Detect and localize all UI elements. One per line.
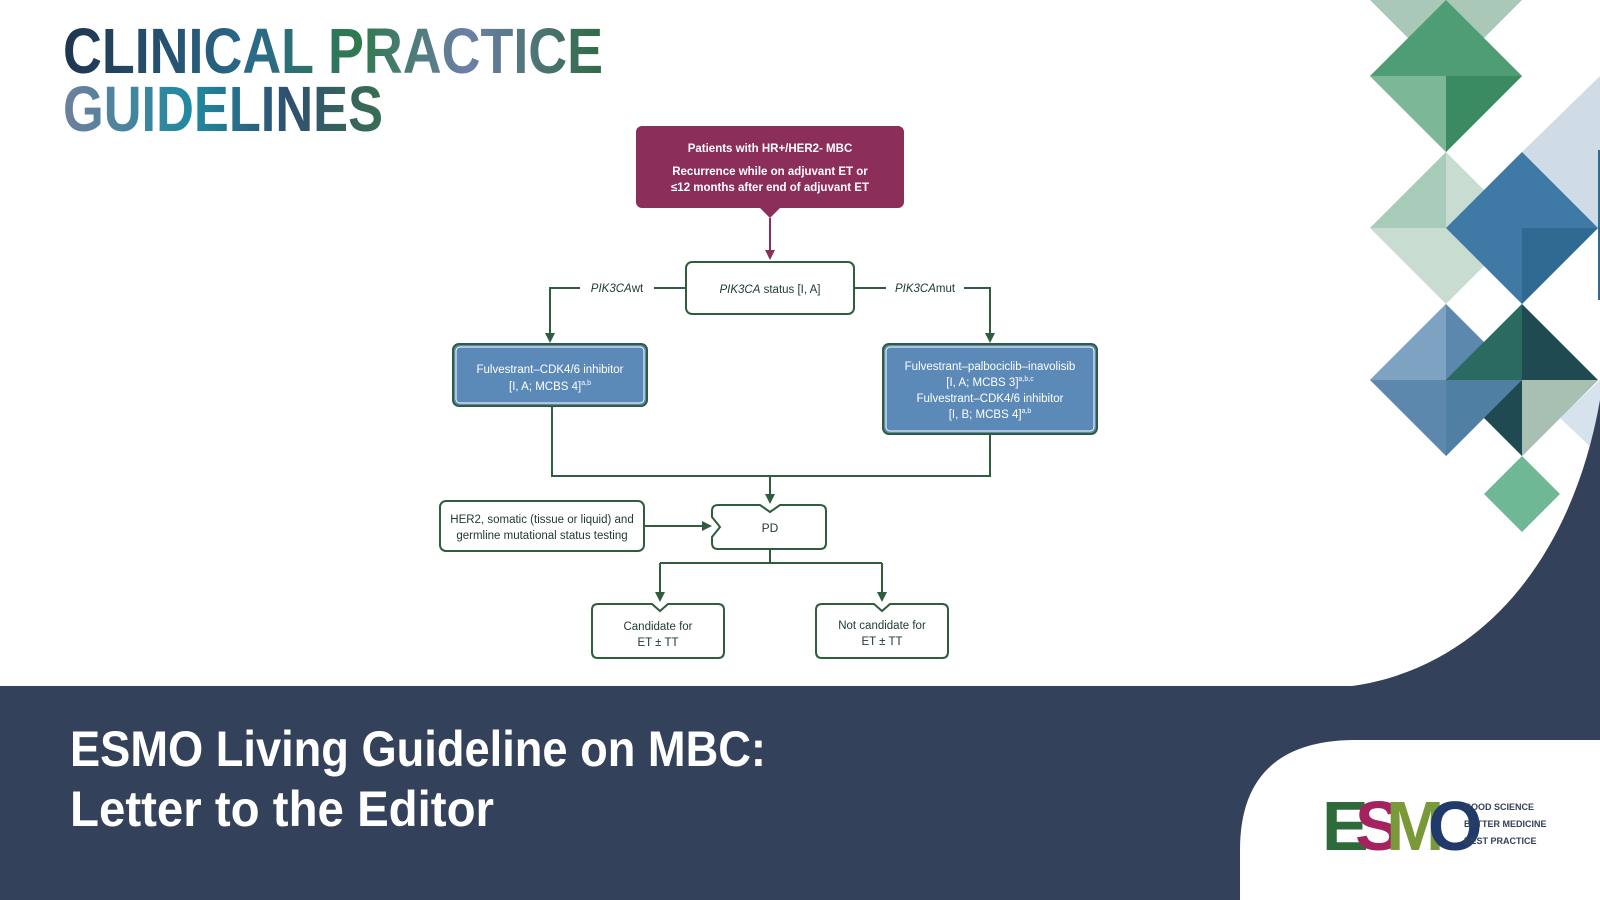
footer-band: [0, 400, 1600, 900]
esmo-logo: E S M O GOOD SCIENCE BETTER MEDICINE BES…: [1322, 787, 1547, 865]
branch-mut-suffix: mut: [936, 283, 956, 295]
logo-letter-s: S: [1355, 787, 1402, 865]
candidate-line1: Candidate for: [623, 621, 692, 633]
connector-status-to-right: [854, 287, 990, 339]
right-treatment-sup2: a,b: [1022, 408, 1032, 415]
logo-letter-m: M: [1386, 787, 1444, 865]
logo-white-corner: [1240, 740, 1600, 900]
left-treatment-box: Fulvestrant–CDK4/6 inhibitor [I, A; MCBS…: [452, 343, 648, 407]
pd-label: PD: [762, 521, 779, 535]
branch-mut-gene: PIK3CA: [895, 283, 936, 295]
svg-text:PIK3CAmut: PIK3CAmut: [895, 283, 956, 295]
branch-wt-suffix: wt: [631, 283, 644, 295]
decorative-diamond-pattern: [1370, 0, 1600, 532]
logo-tagline-1: GOOD SCIENCE: [1464, 802, 1534, 812]
footer-title-line1: ESMO Living Guideline on MBC:: [70, 721, 766, 777]
left-treatment-line1: Fulvestrant–CDK4/6 inhibitor: [476, 364, 623, 376]
testing-line2: germline mutational status testing: [456, 530, 627, 542]
status-gene-label: PIK3CA: [719, 284, 760, 296]
start-box-line1: Patients with HR+/HER2- MBC: [688, 143, 853, 155]
start-box-line2: Recurrence while on adjuvant ET or: [672, 166, 868, 178]
svg-text:PIK3CA status [I, A]: PIK3CA status [I, A]: [719, 284, 820, 296]
not-candidate-line1: Not candidate for: [838, 620, 926, 632]
header-line1: CLINICAL PRACTICE: [63, 15, 603, 87]
left-treatment-sup: a,b: [581, 380, 591, 387]
header-line2: GUIDELINES: [63, 73, 383, 145]
footer-title-line2: Letter to the Editor: [70, 781, 494, 837]
right-treatment-line3: Fulvestrant–CDK4/6 inhibitor: [916, 393, 1063, 405]
branch-wt-gene: PIK3CA: [591, 283, 632, 295]
pik3ca-status-box: PIK3CA status [I, A]: [685, 261, 855, 315]
logo-tagline-3: BEST PRACTICE: [1464, 836, 1537, 846]
not-candidate-line2: ET ± TT: [861, 636, 902, 648]
pd-box: PD: [711, 504, 827, 550]
start-box: Patients with HR+/HER2- MBC Recurrence w…: [636, 126, 904, 218]
right-treatment-box: Fulvestrant–palbociclib–inavolisib [I, A…: [882, 343, 1098, 435]
logo-letter-e: E: [1322, 787, 1369, 865]
right-treatment-line2: [I, A; MCBS 3]: [946, 377, 1018, 389]
svg-text:[I, B; MCBS 4]a,b: [I, B; MCBS 4]a,b: [949, 408, 1032, 421]
logo-letter-o: O: [1428, 787, 1482, 865]
logo-tagline-2: BETTER MEDICINE: [1464, 819, 1547, 829]
left-treatment-line2: [I, A; MCBS 4]: [509, 381, 581, 393]
svg-text:[I, A; MCBS 3]a,b,c: [I, A; MCBS 3]a,b,c: [946, 376, 1034, 389]
candidate-box: Candidate for ET ± TT: [591, 603, 725, 659]
right-treatment-sup1: a,b,c: [1019, 376, 1035, 383]
svg-text:[I, A; MCBS 4]a,b: [I, A; MCBS 4]a,b: [509, 380, 591, 393]
start-box-line3: ≤12 months after end of adjuvant ET: [671, 182, 869, 194]
testing-line1: HER2, somatic (tissue or liquid) and: [450, 514, 633, 526]
connector-pd-to-outcomes: [660, 549, 882, 564]
testing-box: HER2, somatic (tissue or liquid) and ger…: [439, 500, 645, 552]
flowchart: Patients with HR+/HER2- MBC Recurrence w…: [439, 126, 1098, 659]
right-treatment-line4: [I, B; MCBS 4]: [949, 409, 1022, 421]
status-text: status [I, A]: [760, 284, 820, 296]
right-treatment-line1: Fulvestrant–palbociclib–inavolisib: [905, 361, 1076, 373]
not-candidate-box: Not candidate for ET ± TT: [815, 603, 949, 659]
candidate-line2: ET ± TT: [637, 637, 678, 649]
connector-status-to-left: [550, 287, 686, 339]
svg-text:PIK3CAwt: PIK3CAwt: [591, 283, 644, 295]
